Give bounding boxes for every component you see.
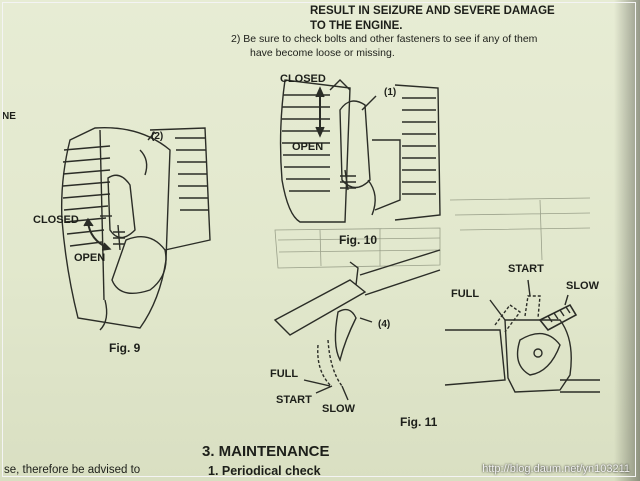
fig11-callout: (4) xyxy=(378,319,390,330)
fig9-closed-label: CLOSED xyxy=(33,214,79,226)
fig10-drawing xyxy=(279,79,441,223)
fig9-caption: Fig. 9 xyxy=(109,341,141,355)
fig10-caption: Fig. 10 xyxy=(339,233,377,247)
fig10-closed-label: CLOSED xyxy=(280,73,326,85)
fig11-full-label-right: FULL xyxy=(451,288,479,300)
section-subheading: 1. Periodical check xyxy=(208,464,321,478)
instruction-line-2: have become loose or missing. xyxy=(250,47,395,59)
faint-table xyxy=(274,197,591,269)
warning-line-1: RESULT IN SEIZURE AND SEVERE DAMAGE xyxy=(310,5,555,17)
fig9-open-label: OPEN xyxy=(74,252,105,264)
fig11-slow-label-right: SLOW xyxy=(566,280,600,292)
margin-fragment: NE xyxy=(2,111,16,122)
fig9-callout: (2) xyxy=(151,131,163,142)
fig11-start-label: START xyxy=(276,394,312,406)
fig11-start-label-right: START xyxy=(508,263,544,275)
fig11-full-label: FULL xyxy=(270,368,298,380)
fig11-slow-label: SLOW xyxy=(322,403,356,415)
warning-line-2: TO THE ENGINE. xyxy=(310,20,403,32)
blog-watermark: http://blog.daum.net/yn103211 xyxy=(482,463,630,475)
instruction-line-1: 2) Be sure to check bolts and other fast… xyxy=(231,33,538,45)
bottom-left-text: se, therefore be advised to xyxy=(4,464,141,476)
fig11-lever-drawing xyxy=(273,249,441,401)
fig9-drawing xyxy=(61,126,211,331)
section-heading: 3. MAINTENANCE xyxy=(202,443,330,460)
fig10-callout: (1) xyxy=(384,87,396,98)
fig11-carb-drawing xyxy=(444,279,600,393)
fig10-open-label: OPEN xyxy=(292,141,323,153)
fig11-caption: Fig. 11 xyxy=(400,415,438,429)
